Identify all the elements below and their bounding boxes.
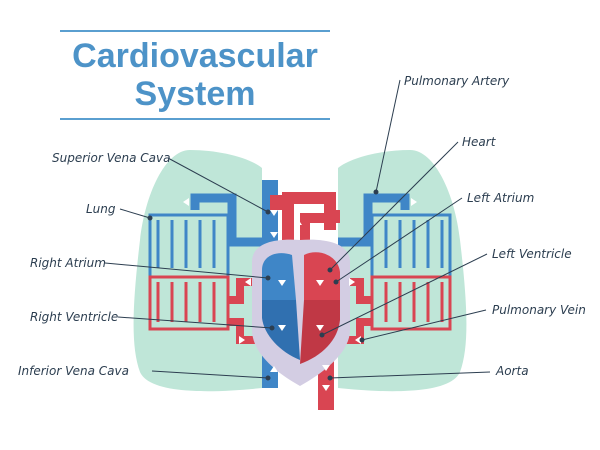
label-right-ventricle: Right Ventricle bbox=[30, 310, 119, 324]
left-atrium-chamber bbox=[304, 252, 340, 300]
title-line-2: System bbox=[134, 75, 256, 113]
label-pulmonary-artery: Pulmonary Artery bbox=[404, 74, 510, 88]
title-top-rule bbox=[60, 30, 330, 32]
label-right-atrium: Right Atrium bbox=[30, 256, 106, 270]
right-lung bbox=[338, 150, 467, 392]
label-inferior-vena-cava: Inferior Vena Cava bbox=[18, 364, 129, 378]
label-left-atrium: Left Atrium bbox=[467, 191, 535, 205]
label-aorta: Aorta bbox=[496, 364, 529, 378]
right-atrium-chamber bbox=[262, 253, 296, 300]
leader-lines bbox=[104, 79, 491, 381]
left-lung-vessels bbox=[148, 193, 262, 344]
flow-arrows bbox=[183, 198, 417, 391]
title-bottom-rule bbox=[60, 118, 330, 120]
right-ventricle-chamber bbox=[262, 300, 300, 360]
label-superior-vena-cava: Superior Vena Cava bbox=[52, 151, 171, 165]
label-heart: Heart bbox=[462, 135, 496, 149]
pulmonary-trunk bbox=[300, 210, 340, 255]
label-left-ventricle: Left Ventricle bbox=[492, 247, 572, 261]
title-line-1: Cardiovascular bbox=[72, 37, 318, 75]
left-lung bbox=[133, 150, 262, 392]
left-ventricle-chamber bbox=[300, 300, 340, 364]
label-lung: Lung bbox=[86, 202, 116, 216]
label-pulmonary-vein: Pulmonary Vein bbox=[492, 303, 586, 317]
